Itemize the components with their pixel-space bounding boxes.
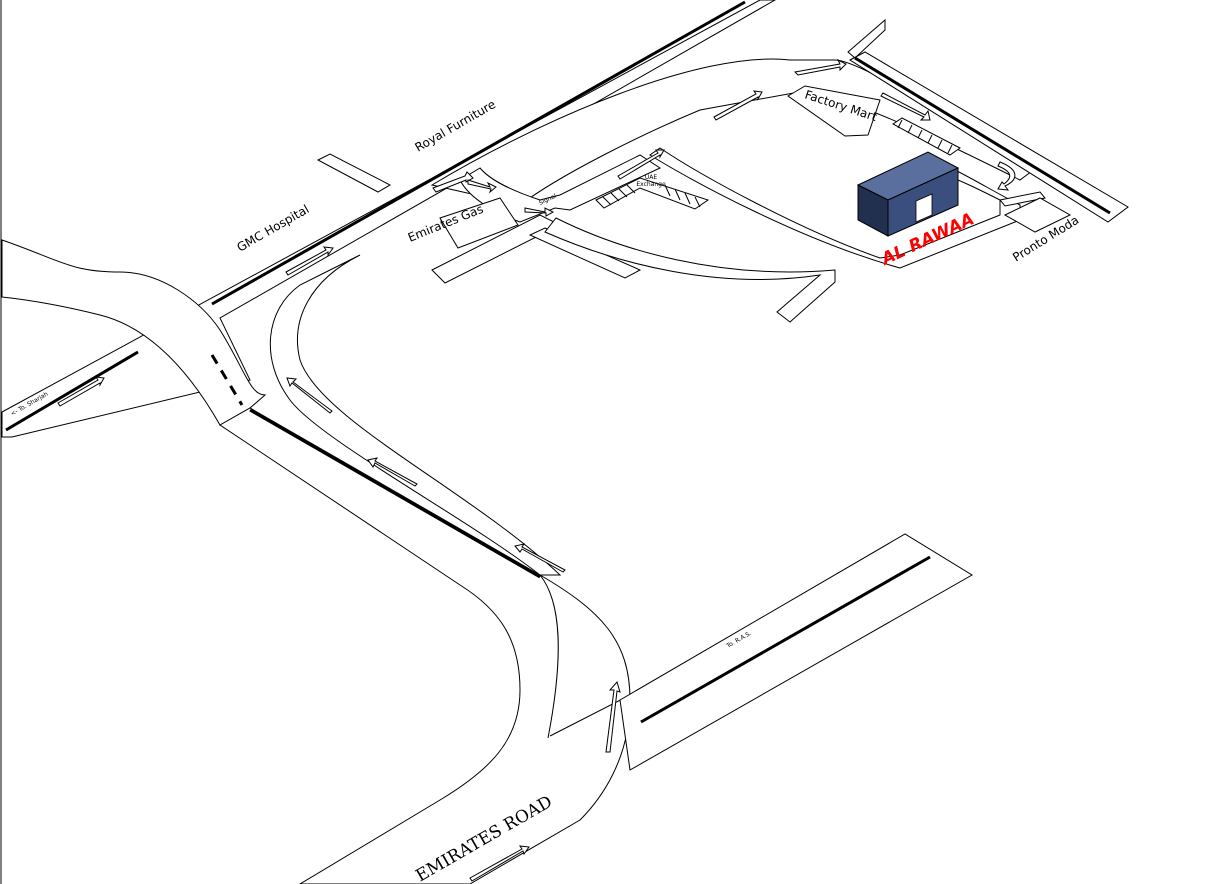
on-ramp (269, 254, 562, 576)
uae-exchange-label-line1: UAE (645, 174, 657, 181)
parking-uae-exchange (595, 177, 710, 210)
parking-factory-mart (892, 117, 961, 156)
entrance-door (915, 193, 933, 223)
destination-building (856, 151, 960, 237)
road-to-ras (619, 533, 973, 771)
curved-ramp (1, 239, 267, 426)
emirates-gas-plot (439, 197, 519, 249)
gmc-hospital-label: GMC Hospital (235, 202, 312, 255)
royal-furniture-label: Royal Furniture (413, 97, 498, 154)
pronto-moda-plot (1003, 197, 1072, 233)
main-road (1, 0, 777, 438)
right-road (849, 51, 1129, 223)
emirates-road (210, 354, 641, 884)
side-street-gmc (316, 153, 392, 193)
direction-arrows (57, 58, 1016, 882)
uae-exchange-label-line2: Exchange (636, 181, 666, 188)
factory-mart-plot (787, 85, 881, 137)
